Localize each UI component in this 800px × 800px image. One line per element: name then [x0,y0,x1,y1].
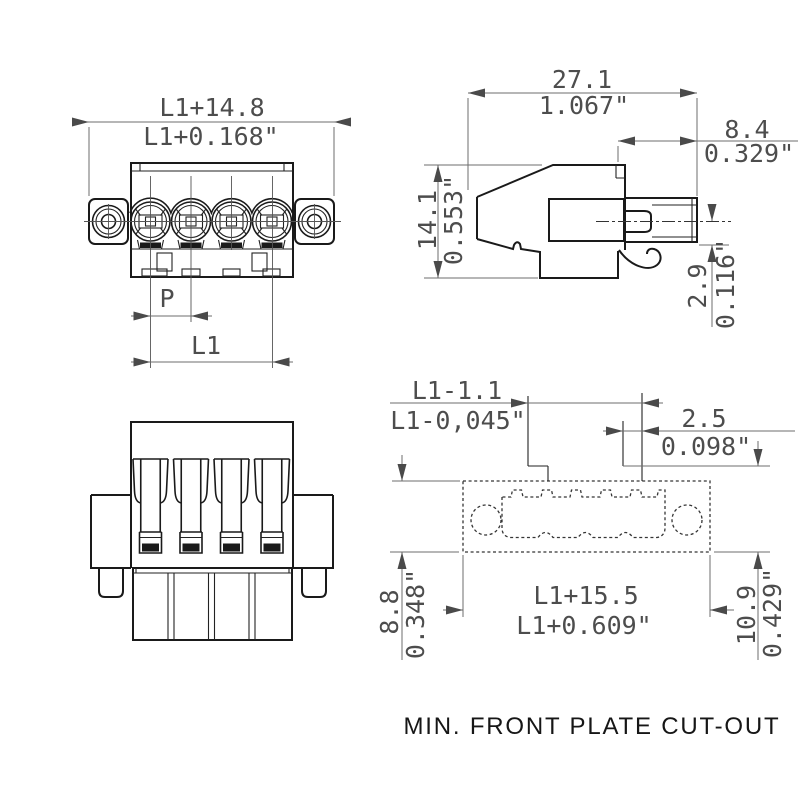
dim-front-width-mm-label: L1+14.8 [159,93,264,122]
rear-view [90,421,334,641]
cutout-opening-rect [462,480,711,553]
dim-cutout-tab-in-label: 0.098" [661,432,751,461]
dim-side-height: 14.1 0.553" [413,164,542,279]
rear-body-outline [90,421,334,598]
rear-wire-funnels [132,458,291,554]
dim-cutout-height-right: 10.9 0.429" [714,441,787,660]
dim-side-height-mm-label: 14.1 [413,190,442,250]
dim-cutout-width-mm-label: L1+15.5 [533,581,638,610]
dim-front-pitch-label: P [159,284,174,313]
side-contact-block [548,198,652,242]
dim-cutout-notch: L1-1.1 L1-0,045" [390,376,663,435]
dim-side-offset-mm-label: 2.9 [683,263,712,308]
dim-cutout-notch-mm-label: L1-1.1 [412,376,502,405]
dim-side-depth-mm-label: 27.1 [552,65,612,94]
dim-cutout-tab: 2.5 0.098" [603,404,795,461]
dim-cutout-height-left-mm-label: 8.8 [375,589,404,634]
dim-side-depth-in-label: 1.067" [539,91,629,120]
side-body-outline [476,164,662,279]
dim-front-length: L1 [131,331,293,367]
dim-side-depth: 27.1 1.067" [467,65,698,196]
dim-cutout-height-left-in-label: 0.348" [401,569,430,659]
wire-funnel-1 [132,458,169,554]
dim-cutout-height-right-in-label: 0.429" [758,568,787,658]
dim-cutout-width-in-label: L1+0.609" [516,611,651,640]
front-view: L1+14.8 L1+0.168" P L1 [72,93,351,368]
wire-funnel-4 [253,458,291,554]
dim-side-front-in-label: 0.329" [704,139,794,168]
dim-side-front: 8.4 0.329" [617,115,798,168]
side-plug-shroud [624,197,698,243]
cutout-connector-silhouette [501,489,666,539]
dim-cutout-tab-mm-label: 2.5 [681,404,726,433]
dim-side-offset-in-label: 0.116" [711,239,740,329]
cutout-screw-hole-right [671,504,703,536]
cutout-view: L1-1.1 L1-0,045" 2.5 0.098" 8.8 0.348" 1… [375,376,795,660]
side-view: 27.1 1.067" 8.4 0.329" 14.1 0.553" 2.9 0… [413,65,798,329]
dim-side-front-mm-label: 8.4 [724,115,769,144]
dim-cutout-notch-in-label: L1-0,045" [390,406,525,435]
dim-front-pitch: P [131,284,212,321]
terminal-screw-4 [251,201,293,250]
dim-cutout-width: L1+15.5 L1+0.609" [443,555,734,640]
dim-cutout-height-left: 8.8 0.348" [375,455,460,660]
dim-front-width: L1+14.8 L1+0.168" [72,93,351,196]
dim-cutout-height-right-mm-label: 10.9 [732,585,761,645]
drawing-caption: MIN. FRONT PLATE CUT-OUT [404,713,781,740]
dim-side-height-in-label: 0.553" [439,175,468,265]
wire-funnel-3 [213,458,250,554]
dim-front-width-in-label: L1+0.168" [143,122,278,151]
dim-side-offset: 2.9 0.116" [683,204,740,329]
dim-front-length-label: L1 [191,331,221,360]
cutout-latch-notch [527,393,770,481]
front-centerlines [84,176,341,368]
rear-lower-block [132,567,293,641]
wire-funnel-2 [172,458,210,554]
cutout-screw-hole-left [470,504,502,536]
